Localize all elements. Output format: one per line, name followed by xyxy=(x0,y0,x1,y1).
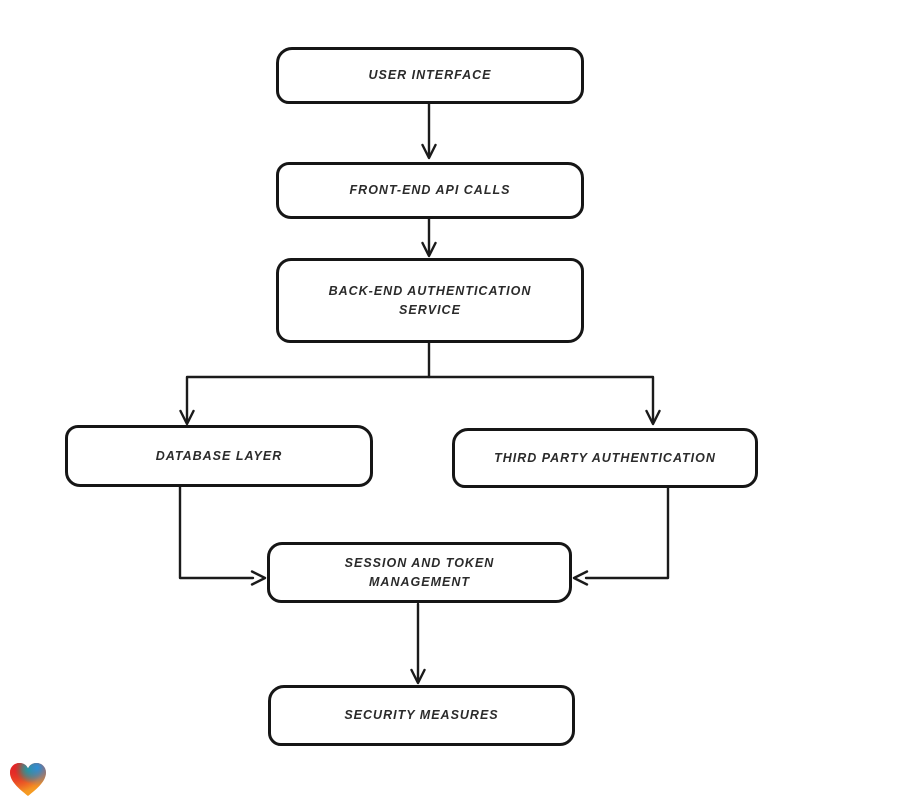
node-label: DATABASE LAYER xyxy=(155,448,283,463)
edge-back-end-auth-to-database-layer xyxy=(179,341,431,426)
node-label: SECURITY MEASURES xyxy=(344,708,499,723)
node-session-and-token-management[interactable]: SESSION AND TOKEN MANAGEMENT xyxy=(267,542,572,603)
node-label: USER INTERFACE xyxy=(368,68,492,83)
arrowhead-right-icon xyxy=(250,570,267,586)
arrowhead-down-icon xyxy=(421,143,437,160)
edge-line xyxy=(178,485,255,580)
edge-session-token-to-security-measures xyxy=(410,602,426,685)
arrowhead-down-icon xyxy=(645,409,661,426)
edge-front-end-api-calls-to-back-end-auth xyxy=(421,217,437,258)
arrowhead-down-icon xyxy=(421,241,437,258)
node-front-end-api-calls[interactable]: FRONT-END API CALLS xyxy=(276,162,584,219)
node-user-interface[interactable]: USER INTERFACE xyxy=(276,47,584,104)
arrowhead-left-icon xyxy=(572,570,589,586)
node-label: FRONT-END API CALLS xyxy=(349,183,511,198)
edge-third-party-auth-to-session-token xyxy=(572,486,670,586)
node-third-party-authentication[interactable]: THIRD PARTY AUTHENTICATION xyxy=(452,428,758,488)
edge-line xyxy=(584,486,670,580)
node-security-measures[interactable]: SECURITY MEASURES xyxy=(268,685,575,746)
node-back-end-authentication-service[interactable]: BACK-END AUTHENTICATION SERVICE xyxy=(276,258,584,343)
edge-line xyxy=(427,375,655,424)
arrowhead-down-icon xyxy=(410,668,426,685)
edge-database-layer-to-session-token xyxy=(178,485,267,586)
node-label: SESSION AND TOKEN MANAGEMENT xyxy=(344,555,495,589)
node-label: THIRD PARTY AUTHENTICATION xyxy=(494,450,716,465)
edge-back-end-auth-to-third-party-auth xyxy=(427,375,661,426)
node-database-layer[interactable]: DATABASE LAYER xyxy=(65,425,373,487)
arrowhead-down-icon xyxy=(179,409,195,426)
edge-user-interface-to-front-end-api-calls xyxy=(421,102,437,160)
edge-line xyxy=(185,341,431,424)
node-label: BACK-END AUTHENTICATION SERVICE xyxy=(328,283,532,317)
